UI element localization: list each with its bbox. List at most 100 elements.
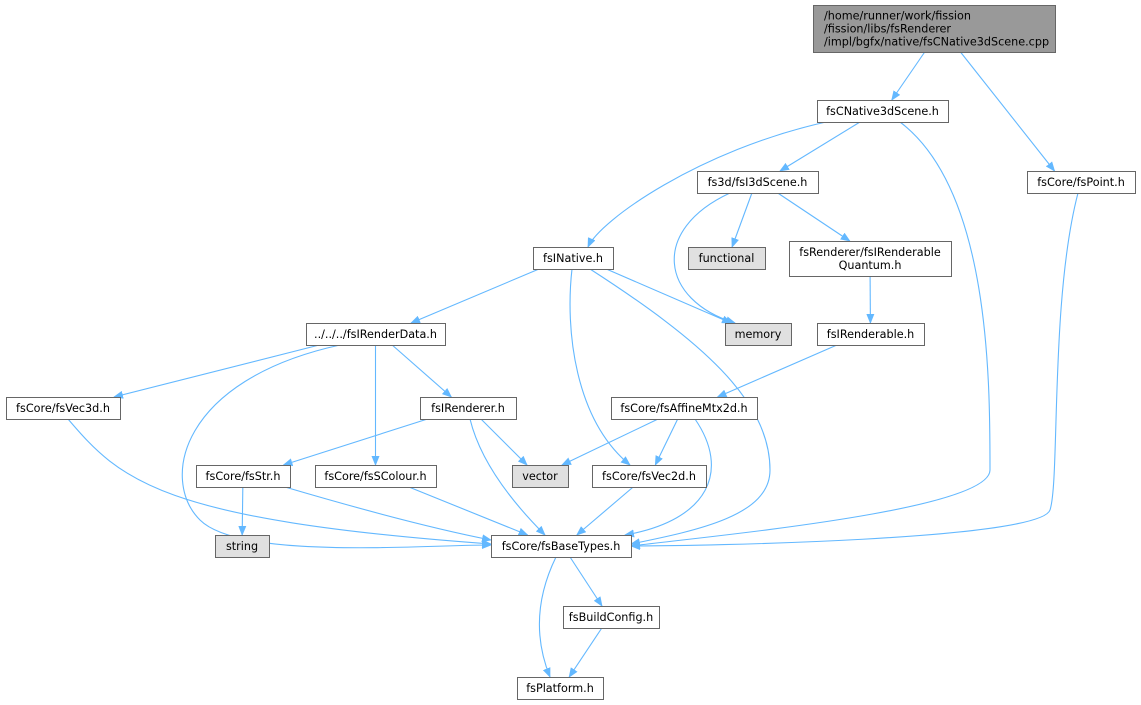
- node-label: fsCore/fsVec2d.h: [602, 470, 696, 483]
- node-label: fsCore/fsPoint.h: [1037, 176, 1125, 189]
- node-box: [697, 171, 819, 194]
- edge-inative-to-vec2d: [569, 268, 631, 466]
- node-platform[interactable]: fsPlatform.h: [517, 677, 604, 700]
- node-basetypes[interactable]: fsCore/fsBaseTypes.h: [491, 535, 632, 558]
- node-str[interactable]: fsCore/fsStr.h: [196, 465, 291, 488]
- node-label: fsCore/fsStr.h: [206, 470, 281, 483]
- edge-irenderer-to-vector: [480, 418, 528, 466]
- edge-root-to-point: [960, 51, 1056, 172]
- node-memory: memory: [725, 323, 792, 346]
- node-vec3d[interactable]: fsCore/fsVec3d.h: [6, 397, 121, 420]
- node-box: [491, 535, 632, 558]
- edge-buildconfig-to-platform: [568, 627, 603, 678]
- node-box: [688, 247, 766, 270]
- node-label: string: [226, 540, 258, 553]
- node-label: vector: [522, 470, 558, 483]
- edge-irenderdata-to-basetypes: [181, 344, 492, 550]
- edge-basetypes-to-platform: [538, 556, 557, 678]
- edge-inative-to-irenderdata: [410, 268, 540, 324]
- node-label: fsCore/fsAffineMtx2d.h: [620, 402, 747, 415]
- edge-str-to-basetypes: [284, 486, 492, 543]
- node-string: string: [215, 535, 270, 558]
- node-label: memory: [735, 328, 782, 341]
- node-irenderer[interactable]: fsIRenderer.h: [420, 397, 517, 420]
- edge-irenderer-to-str: [282, 418, 428, 467]
- node-label: /home/runner/work/fission: [824, 10, 971, 23]
- node-label: functional: [699, 252, 755, 265]
- node-label: fsPlatform.h: [526, 682, 594, 695]
- node-label: fsRenderer/fsIRenderable: [799, 246, 941, 259]
- edge-inative-to-basetypes: [589, 268, 771, 547]
- edges: [67, 51, 1079, 678]
- node-label: fsCNative3dScene.h: [826, 105, 939, 118]
- edge-native3dscene-to-i3dscene: [779, 121, 861, 172]
- edge-irenderdata-to-vec3d: [113, 344, 320, 399]
- node-box: [817, 100, 949, 123]
- edge-vec2d-to-basetypes: [576, 486, 634, 536]
- node-affinemtx2d[interactable]: fsCore/fsAffineMtx2d.h: [611, 397, 758, 420]
- edge-str-to-string: [238, 486, 247, 536]
- node-box: [306, 323, 446, 346]
- node-box: [196, 465, 291, 488]
- edge-affinemtx2d-to-basetypes: [624, 418, 712, 538]
- node-label: Quantum.h: [839, 259, 902, 272]
- node-label: fsINative.h: [543, 252, 603, 265]
- node-root[interactable]: /home/runner/work/fission/fission/libs/f…: [813, 5, 1056, 53]
- node-label: fsIRenderer.h: [431, 402, 505, 415]
- node-box: [517, 677, 604, 700]
- node-box: [420, 397, 517, 420]
- node-box: [6, 397, 121, 420]
- edge-point-to-basetypes: [630, 192, 1079, 550]
- edge-irenderable-to-affinemtx2d: [716, 344, 838, 398]
- node-irenderdata[interactable]: ../../../fsIRenderData.h: [306, 323, 446, 346]
- node-box: [1027, 171, 1136, 194]
- edge-scolour-to-basetypes: [408, 486, 529, 536]
- edge-basetypes-to-buildconfig: [569, 556, 603, 607]
- edge-affinemtx2d-to-vec2d: [654, 418, 679, 466]
- node-box: [817, 323, 925, 346]
- node-box: [611, 397, 758, 420]
- node-irenderable[interactable]: fsIRenderable.h: [817, 323, 925, 346]
- edge-i3dscene-to-irenderablequantum: [777, 192, 851, 242]
- node-point[interactable]: fsCore/fsPoint.h: [1027, 171, 1136, 194]
- node-buildconfig[interactable]: fsBuildConfig.h: [563, 606, 660, 629]
- node-box: [563, 606, 660, 629]
- node-label: fsCore/fsSColour.h: [324, 470, 426, 483]
- edge-irenderdata-to-irenderer: [391, 344, 453, 398]
- node-scolour[interactable]: fsCore/fsSColour.h: [315, 465, 437, 488]
- edge-root-to-native3dscene: [891, 51, 926, 101]
- node-vector: vector: [512, 465, 569, 488]
- node-label: /impl/bgfx/native/fsCNative3dScene.cpp: [824, 36, 1049, 49]
- node-box: [592, 465, 707, 488]
- edge-i3dscene-to-memory: [673, 192, 736, 325]
- node-inative[interactable]: fsINative.h: [533, 247, 614, 270]
- node-box: [512, 465, 569, 488]
- node-label: fs3d/fsI3dScene.h: [708, 176, 808, 189]
- node-box: [789, 241, 952, 277]
- node-label: fsBuildConfig.h: [569, 611, 653, 624]
- node-box: [315, 465, 437, 488]
- node-box: [215, 535, 270, 558]
- node-label: fsCore/fsBaseTypes.h: [502, 540, 621, 553]
- nodes: /home/runner/work/fission/fission/libs/f…: [6, 5, 1136, 700]
- node-box: [533, 247, 614, 270]
- node-label: fsCore/fsVec3d.h: [16, 402, 110, 415]
- edge-native3dscene-to-basetypes: [630, 121, 991, 549]
- node-i3dscene[interactable]: fs3d/fsI3dScene.h: [697, 171, 819, 194]
- node-label: /fission/libs/fsRenderer: [824, 23, 951, 36]
- node-label: fsIRenderable.h: [827, 328, 915, 341]
- node-functional: functional: [688, 247, 766, 270]
- node-label: ../../../fsIRenderData.h: [314, 328, 437, 341]
- edge-inative-to-memory: [606, 268, 732, 324]
- node-vec2d[interactable]: fsCore/fsVec2d.h: [592, 465, 707, 488]
- edge-irenderer-to-basetypes: [469, 418, 546, 536]
- edge-affinemtx2d-to-vector: [561, 418, 659, 466]
- node-box: [813, 5, 1056, 53]
- edge-native3dscene-to-inative: [587, 121, 827, 248]
- node-box: [725, 323, 792, 346]
- edge-i3dscene-to-functional: [731, 192, 753, 248]
- edge-vec3d-to-basetypes: [67, 418, 492, 548]
- node-native3dscene[interactable]: fsCNative3dScene.h: [817, 100, 949, 123]
